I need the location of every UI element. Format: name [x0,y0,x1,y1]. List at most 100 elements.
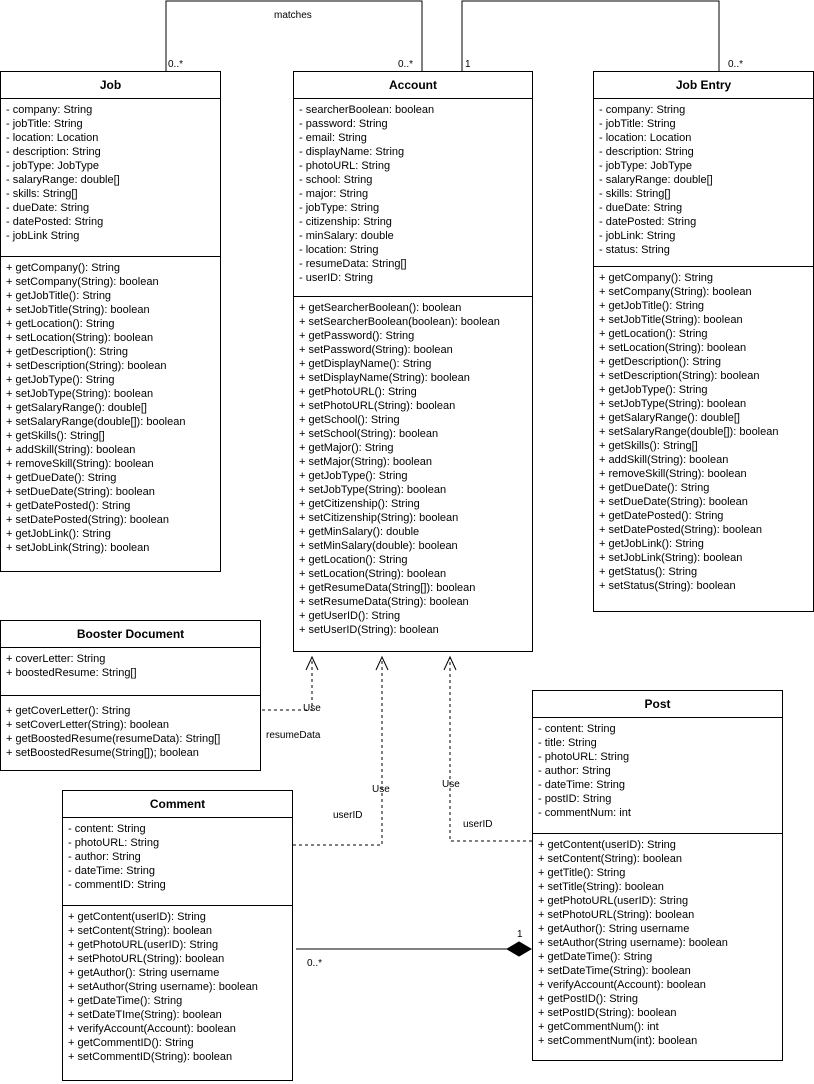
class-method-row: + setLocation(String): boolean [6,332,154,344]
class-method-row: + setLocation(String): boolean [599,342,747,354]
class-attribute-row: - major: String [299,188,369,200]
class-method-row: + getResumeData(String[]): boolean [299,582,476,594]
class-method-row: + removeSkill(String): boolean [6,458,154,470]
class-method-row: + getTitle(): String [538,867,626,879]
class-method-row: + setCompany(String): boolean [6,276,159,288]
class-attribute-row: - salaryRange: double[] [6,174,120,186]
class-method-row: + setJobType(String): boolean [599,398,747,410]
class-account[interactable]: Account - searcherBoolean: boolean- pass… [293,71,533,652]
class-attribute-row: - location: String [299,244,379,256]
booster-use-dependency [262,657,313,711]
booster-use-label: Use [303,703,321,714]
class-method-row: + setAuthor(String username): boolean [538,937,728,949]
class-method-row: + setSalaryRange(double[]): boolean [599,426,779,438]
class-method-row: + getPostID(): String [538,993,638,1005]
class-attribute-row: - citizenship: String [299,216,392,228]
class-method-row: + getJobLink(): String [599,538,704,550]
class-method-row: + getAuthor(): String username [68,967,220,979]
class-method-row: + setMinSalary(double): boolean [299,540,458,552]
class-method-row: + setJobLink(String): boolean [6,542,150,554]
class-method-row: + setAuthor(String username): boolean [68,981,258,993]
class-method-row: + getDescription(): String [6,346,128,358]
class-method-row: + setSalaryRange(double[]): boolean [6,416,186,428]
class-method-row: + setStatus(String): boolean [599,580,736,592]
class-attribute-row: - jobLink String [6,230,80,242]
class-method-row: + getMajor(): String [299,442,394,454]
post-userid-label: userID [463,819,493,830]
class-attribute-row: - status: String [599,244,670,256]
class-booster-document-attributes: + coverLetter: String + boostedResume: St… [1,648,260,696]
class-method-row: + getCommentNum(): int [538,1021,659,1033]
class-method-row: + setDatePosted(String): boolean [6,514,169,526]
class-method-row: + getContent(userID): String [538,839,676,851]
class-method-row: + setContent(String): boolean [538,853,683,865]
class-attribute-row: - location: Location [599,132,692,144]
class-method-row: + setDatePosted(String): boolean [599,524,762,536]
class-method-row: + setSchool(String): boolean [299,428,439,440]
class-post[interactable]: Post - content: String- title: String- p… [532,690,783,1061]
class-attribute-row: - photoURL: String [299,160,391,172]
class-method-row: + getSalaryRange(): double[] [6,402,147,414]
class-method-row: + getContent(userID): String [68,911,206,923]
class-attribute-row: - description: String [6,146,101,158]
class-attribute-row: + boostedResume: String[] [6,667,137,679]
class-attribute-row: - jobTitle: String [6,118,83,130]
class-method-row: + setMajor(String): boolean [299,456,432,468]
class-booster-document-name: Booster Document [1,621,260,648]
class-method-row: + getDueDate(): String [599,482,710,494]
class-method-row: + setDescription(String): boolean [6,360,167,372]
class-method-row: + getSearcherBoolean(): boolean [299,302,462,314]
class-method-row: + setSearcherBoolean(boolean): boolean [299,316,500,328]
class-method-row: + getDatePosted(): String [6,500,131,512]
composition-one-label: 1 [517,929,523,940]
class-method-row: + getDatePosted(): String [599,510,724,522]
class-method-row: + getJobLink(): String [6,528,111,540]
class-attribute-row: - jobType: JobType [6,160,99,172]
class-method-row: + getPassword(): String [299,330,415,342]
class-job-methods: + getCompany(): String+ setCompany(Strin… [1,257,220,559]
class-job-entry[interactable]: Job Entry - company: String- jobTitle: S… [593,71,814,612]
class-method-row: + verifyAccount(Account): boolean [68,1023,236,1035]
resume-data-label: resumeData [266,730,321,741]
class-account-attributes: - searcherBoolean: boolean- password: St… [294,99,532,297]
class-method-row: + setDisplayName(String): boolean [299,372,470,384]
class-comment-methods: + getContent(userID): String + setContent… [63,906,292,1068]
class-method-row: + getPhotoURL(): String [299,386,417,398]
class-method-row: + setDueDate(String): boolean [599,496,748,508]
class-booster-document[interactable]: Booster Document + coverLetter: String+ … [0,620,261,771]
class-attribute-row: - commentNum: int [538,807,631,819]
class-attribute-row: - location: Location [6,132,99,144]
class-attribute-row: - datePosted: String [599,216,697,228]
class-method-row: + addSkill(String): boolean [599,454,729,466]
class-method-row: + setCommentNum(int): boolean [538,1035,698,1047]
post-use-label: Use [442,779,460,790]
class-job-entry-attributes: - company: String- jobTitle: String- loc… [594,99,813,267]
class-method-row: + getLocation(): String [599,328,708,340]
class-method-row: + getStatus(): String [599,566,698,578]
class-method-row: + setDescription(String): boolean [599,370,760,382]
job-entry-multiplicity-label: 0..* [728,59,744,70]
class-comment[interactable]: Comment - content: String- photoURL: Str… [62,790,293,1081]
class-method-row: + setBoostedResume(String[]); boolean [6,747,199,759]
class-job-name: Job [1,72,220,99]
class-attribute-row: + coverLetter: String [6,653,106,665]
class-method-row: + addSkill(String): boolean [6,444,136,456]
post-use-dependency [449,657,532,842]
class-method-row: + getDueDate(): String [6,472,117,484]
class-method-row: + getJobType(): String [299,470,408,482]
class-attribute-row: - dateTime: String [68,865,156,877]
composition-many-label: 0..* [307,958,323,969]
class-method-row: + getCompany(): String [599,272,714,284]
account-multiplicity-label: 0..* [398,59,414,70]
class-job[interactable]: Job - company: String- jobTitle: String-… [0,71,221,572]
class-account-name: Account [294,72,532,99]
class-method-row: + setContent(String): boolean [68,925,213,937]
class-method-row: + getUserID(): String [299,610,401,622]
class-method-row: + getJobType(): String [6,374,115,386]
class-attribute-row: - company: String [599,104,686,116]
class-job-entry-name: Job Entry [594,72,813,99]
class-method-row: + setUserID(String): boolean [299,624,439,636]
class-attribute-row: - content: String [68,823,146,835]
class-attribute-row: - email: String [299,132,367,144]
class-method-row: + setResumeData(String): boolean [299,596,469,608]
